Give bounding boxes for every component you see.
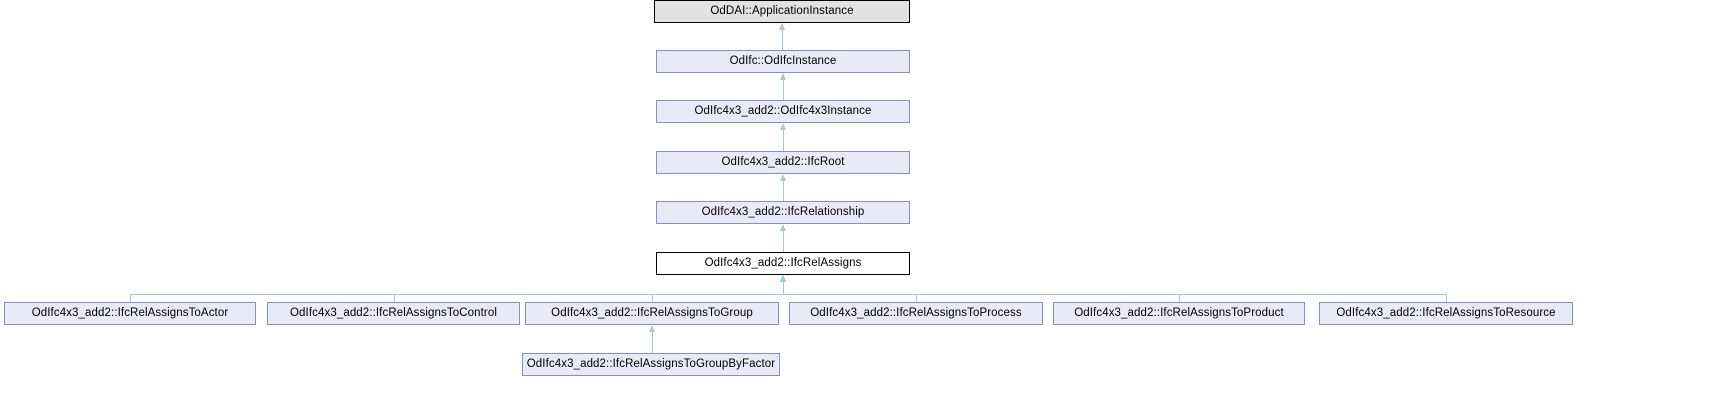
edge-n10-n5-drop	[1179, 294, 1180, 302]
class-node-IfcRoot[interactable]: OdIfc4x3_add2::IfcRoot	[656, 151, 910, 174]
edge-n5-n4	[783, 230, 784, 252]
class-node-IfcRelAssignsToProcess[interactable]: OdIfc4x3_add2::IfcRelAssignsToProcess	[789, 302, 1043, 325]
class-node-IfcRelAssignsToControl[interactable]: OdIfc4x3_add2::IfcRelAssignsToControl	[267, 302, 520, 325]
edge-n12-n8	[652, 331, 653, 353]
edge-n8-n5-h	[652, 294, 783, 295]
edge-n11-n5-drop	[1446, 294, 1447, 302]
edge-n7-n5-drop	[393, 294, 395, 302]
edge-n2-n1	[783, 79, 784, 100]
class-node-OdIfc4x3Instance[interactable]: OdIfc4x3_add2::OdIfc4x3Instance	[656, 100, 910, 123]
edge-n8-n5-drop	[652, 294, 653, 302]
inheritance-arrow-icon	[778, 23, 786, 30]
edge-n3-n2	[783, 129, 784, 151]
class-node-IfcRelAssignsToResource[interactable]: OdIfc4x3_add2::IfcRelAssignsToResource	[1319, 302, 1573, 325]
class-node-IfcRelAssignsToProduct[interactable]: OdIfc4x3_add2::IfcRelAssignsToProduct	[1053, 302, 1305, 325]
class-node-OdIfcInstance[interactable]: OdIfc::OdIfcInstance	[656, 50, 910, 73]
edge-n11-n5	[783, 281, 784, 294]
inheritance-arrow-icon	[779, 174, 787, 181]
inheritance-arrow-icon	[779, 224, 787, 231]
class-node-IfcRelAssignsToActor[interactable]: OdIfc4x3_add2::IfcRelAssignsToActor	[4, 302, 256, 325]
inheritance-arrow-icon	[648, 325, 656, 332]
edge-n1-n0	[782, 29, 783, 50]
inheritance-arrow-icon	[779, 73, 787, 80]
class-node-IfcRelAssignsToGroup[interactable]: OdIfc4x3_add2::IfcRelAssignsToGroup	[525, 302, 779, 325]
class-node-IfcRelAssignsToGroupByFactor[interactable]: OdIfc4x3_add2::IfcRelAssignsToGroupByFac…	[522, 353, 780, 376]
class-node-IfcRelAssigns[interactable]: OdIfc4x3_add2::IfcRelAssigns	[656, 252, 910, 275]
inheritance-arrow-icon	[779, 275, 787, 282]
class-node-IfcRelationship[interactable]: OdIfc4x3_add2::IfcRelationship	[656, 201, 910, 224]
edge-n4-n3	[783, 180, 784, 201]
class-node-ApplicationInstance[interactable]: OdDAI::ApplicationInstance	[654, 0, 910, 23]
edge-n6-n5-drop	[130, 294, 131, 302]
inheritance-arrow-icon	[779, 123, 787, 130]
edge-n11-n5-h	[783, 294, 1446, 295]
edge-n7-n5-h	[393, 294, 783, 295]
edge-n9-n5-drop	[916, 294, 917, 302]
